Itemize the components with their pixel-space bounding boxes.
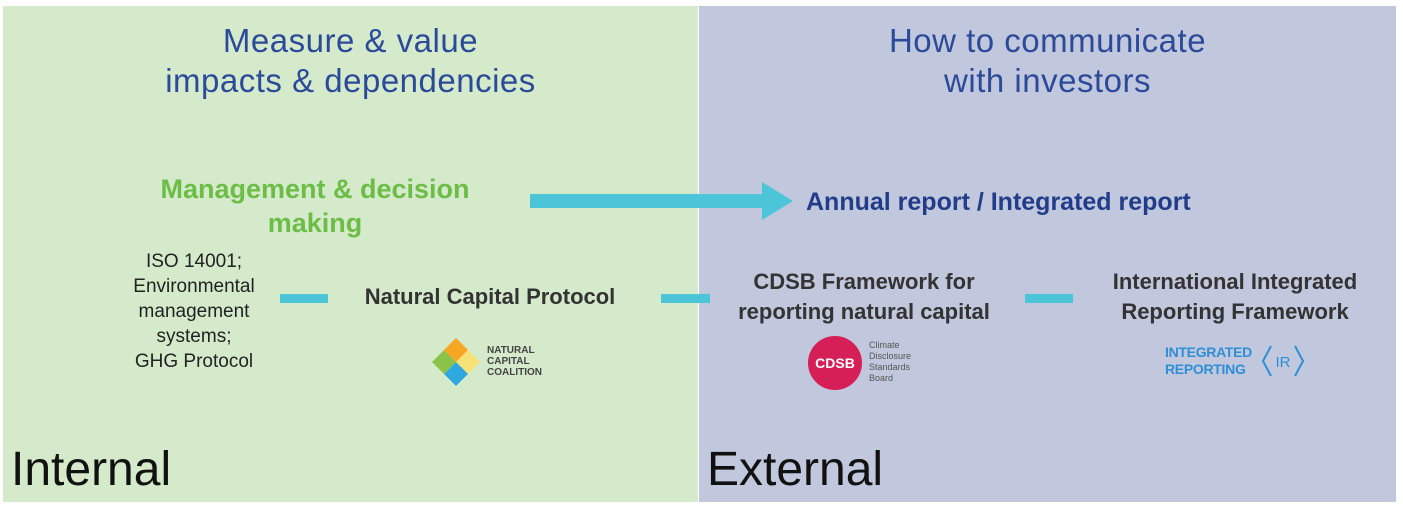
ncc-logo-line: CAPITAL bbox=[487, 356, 530, 367]
flow-arrow-head bbox=[762, 182, 793, 220]
external-label: External bbox=[707, 443, 884, 496]
iso-line: management bbox=[138, 301, 250, 322]
iso-standards-text: ISO 14001; Environmental management syst… bbox=[104, 249, 284, 374]
internal-label: Internal bbox=[11, 443, 172, 496]
ncc-logo-text: NATURAL CAPITAL COALITION bbox=[487, 345, 542, 378]
cdsb-framework-label: CDSB Framework for reporting natural cap… bbox=[704, 267, 1024, 327]
ncc-mark-icon bbox=[432, 338, 480, 386]
ir-logo-line: REPORTING bbox=[1165, 361, 1246, 377]
ir-logo-text: INTEGRATED REPORTING bbox=[1165, 344, 1252, 378]
internal-heading-line-2: impacts & dependencies bbox=[165, 62, 536, 99]
ir-mark-text: IR bbox=[1276, 354, 1291, 371]
natural-capital-protocol-label: Natural Capital Protocol bbox=[364, 284, 616, 309]
internal-heading: Measure & value impacts & dependencies bbox=[3, 21, 698, 101]
cdsb-logo-line: Board bbox=[869, 373, 894, 383]
ncc-logo-line: NATURAL bbox=[487, 345, 535, 356]
ir-logo-line: INTEGRATED bbox=[1165, 344, 1252, 360]
iso-line: ISO 14001; bbox=[145, 251, 243, 272]
cdsb-label-line: CDSB Framework for bbox=[753, 269, 975, 294]
iso-line: systems; bbox=[156, 326, 232, 347]
cdsb-label-line: reporting natural capital bbox=[738, 299, 990, 324]
annual-report-title: Annual report / Integrated report bbox=[806, 188, 1191, 216]
ncc-logo-line: COALITION bbox=[487, 367, 542, 378]
natural-capital-coalition-logo: NATURAL CAPITAL COALITION bbox=[430, 336, 570, 388]
internal-panel: Measure & value impacts & dependencies I… bbox=[3, 6, 698, 502]
iso-line: Environmental bbox=[133, 276, 255, 297]
ir-mark-icon: IR bbox=[1261, 345, 1305, 377]
iirf-label-line: Reporting Framework bbox=[1121, 299, 1349, 324]
connector-iso-protocol bbox=[280, 294, 328, 303]
cdsb-logo-line: Climate bbox=[869, 340, 900, 350]
external-heading-line-1: How to communicate bbox=[888, 22, 1207, 59]
cdsb-logo: CDSB Climate Disclosure Standards Board bbox=[808, 336, 948, 392]
cdsb-logo-line: Disclosure bbox=[869, 351, 912, 361]
flow-arrow-shaft bbox=[530, 194, 762, 208]
management-title: Management & decision making bbox=[160, 174, 470, 238]
iirf-label: International Integrated Reporting Frame… bbox=[1080, 267, 1390, 327]
flow-arrow bbox=[530, 182, 793, 220]
iso-line: GHG Protocol bbox=[134, 351, 254, 372]
internal-heading-line-1: Measure & value bbox=[222, 22, 479, 59]
cdsb-logo-text: Climate Disclosure Standards Board bbox=[869, 340, 911, 384]
integrated-reporting-logo: INTEGRATED REPORTING IR bbox=[1165, 342, 1315, 382]
external-panel: How to communicate with investors Extern… bbox=[699, 6, 1396, 502]
cdsb-logo-line: Standards bbox=[869, 362, 911, 372]
external-heading-line-2: with investors bbox=[944, 62, 1151, 99]
external-heading: How to communicate with investors bbox=[699, 21, 1396, 101]
cdsb-logo-mark: CDSB bbox=[808, 336, 862, 390]
connector-cdsb-iirf bbox=[1025, 294, 1073, 303]
connector-protocol-cdsb bbox=[661, 294, 710, 303]
iirf-label-line: International Integrated bbox=[1112, 269, 1358, 294]
